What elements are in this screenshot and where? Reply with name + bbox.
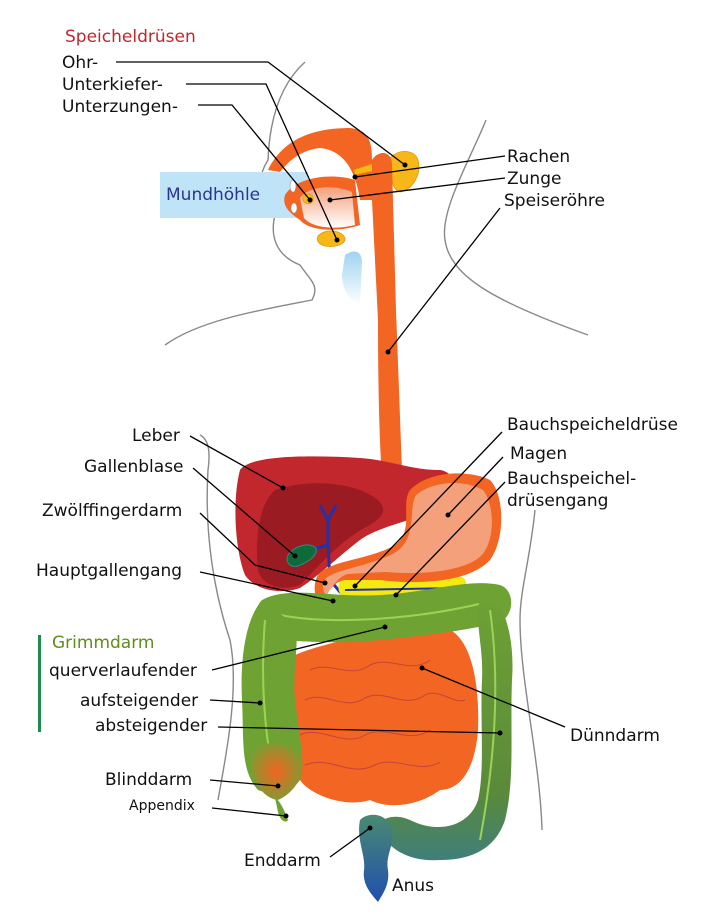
label-ohr: Ohr- bbox=[62, 53, 98, 73]
label-zwoelffingerdarm: Zwölffingerdarm bbox=[42, 501, 182, 521]
label-gallenblase: Gallenblase bbox=[84, 457, 184, 477]
submandibular-gland bbox=[316, 230, 346, 247]
label-enddarm: Enddarm bbox=[244, 851, 321, 871]
label-anus: Anus bbox=[392, 876, 434, 896]
label-aufsteigender: aufsteigender bbox=[80, 691, 198, 711]
leader-dots bbox=[257, 162, 503, 831]
gallbladder bbox=[286, 544, 317, 567]
label-absteigender: absteigender bbox=[95, 716, 207, 736]
head-organs bbox=[268, 128, 420, 305]
small-intestine bbox=[287, 629, 479, 806]
mouth-cavity-highlight bbox=[160, 172, 308, 218]
label-mundhoehle: Mundhöhle bbox=[166, 185, 260, 205]
label-grimmdarm: Grimmdarm bbox=[52, 633, 154, 653]
label-speicheldruesen: Speicheldrüsen bbox=[65, 27, 196, 47]
tongue bbox=[300, 187, 355, 228]
label-unterkiefer: Unterkiefer- bbox=[62, 75, 163, 95]
lower-teeth bbox=[290, 202, 298, 214]
grimmdarm-bracket bbox=[38, 635, 41, 732]
rectum bbox=[359, 814, 393, 902]
label-leber: Leber bbox=[132, 426, 180, 446]
label-bauchspeicheldruesengang-2: drüsengang bbox=[507, 491, 608, 511]
label-zunge: Zunge bbox=[507, 169, 561, 189]
label-bauchspeicheldruese: Bauchspeicheldrüse bbox=[507, 415, 678, 435]
label-querverlaufender: querverlaufender bbox=[49, 661, 197, 681]
label-unterzungen: Unterzungen- bbox=[62, 97, 178, 117]
label-blinddarm: Blinddarm bbox=[105, 770, 192, 790]
label-appendix: Appendix bbox=[129, 798, 195, 814]
esophagus bbox=[372, 153, 440, 519]
leader-lines bbox=[116, 61, 566, 858]
label-bauchspeicheldruesengang-1: Bauchspeichel- bbox=[507, 469, 636, 489]
trachea bbox=[342, 251, 362, 305]
label-speiseroehre: Speiseröhre bbox=[504, 191, 605, 211]
label-magen: Magen bbox=[510, 444, 567, 464]
label-hauptgallengang: Hauptgallengang bbox=[36, 561, 182, 581]
body-outline bbox=[164, 61, 589, 831]
label-duenndarm: Dünndarm bbox=[570, 726, 660, 746]
stomach bbox=[314, 473, 502, 605]
label-rachen: Rachen bbox=[507, 147, 570, 167]
